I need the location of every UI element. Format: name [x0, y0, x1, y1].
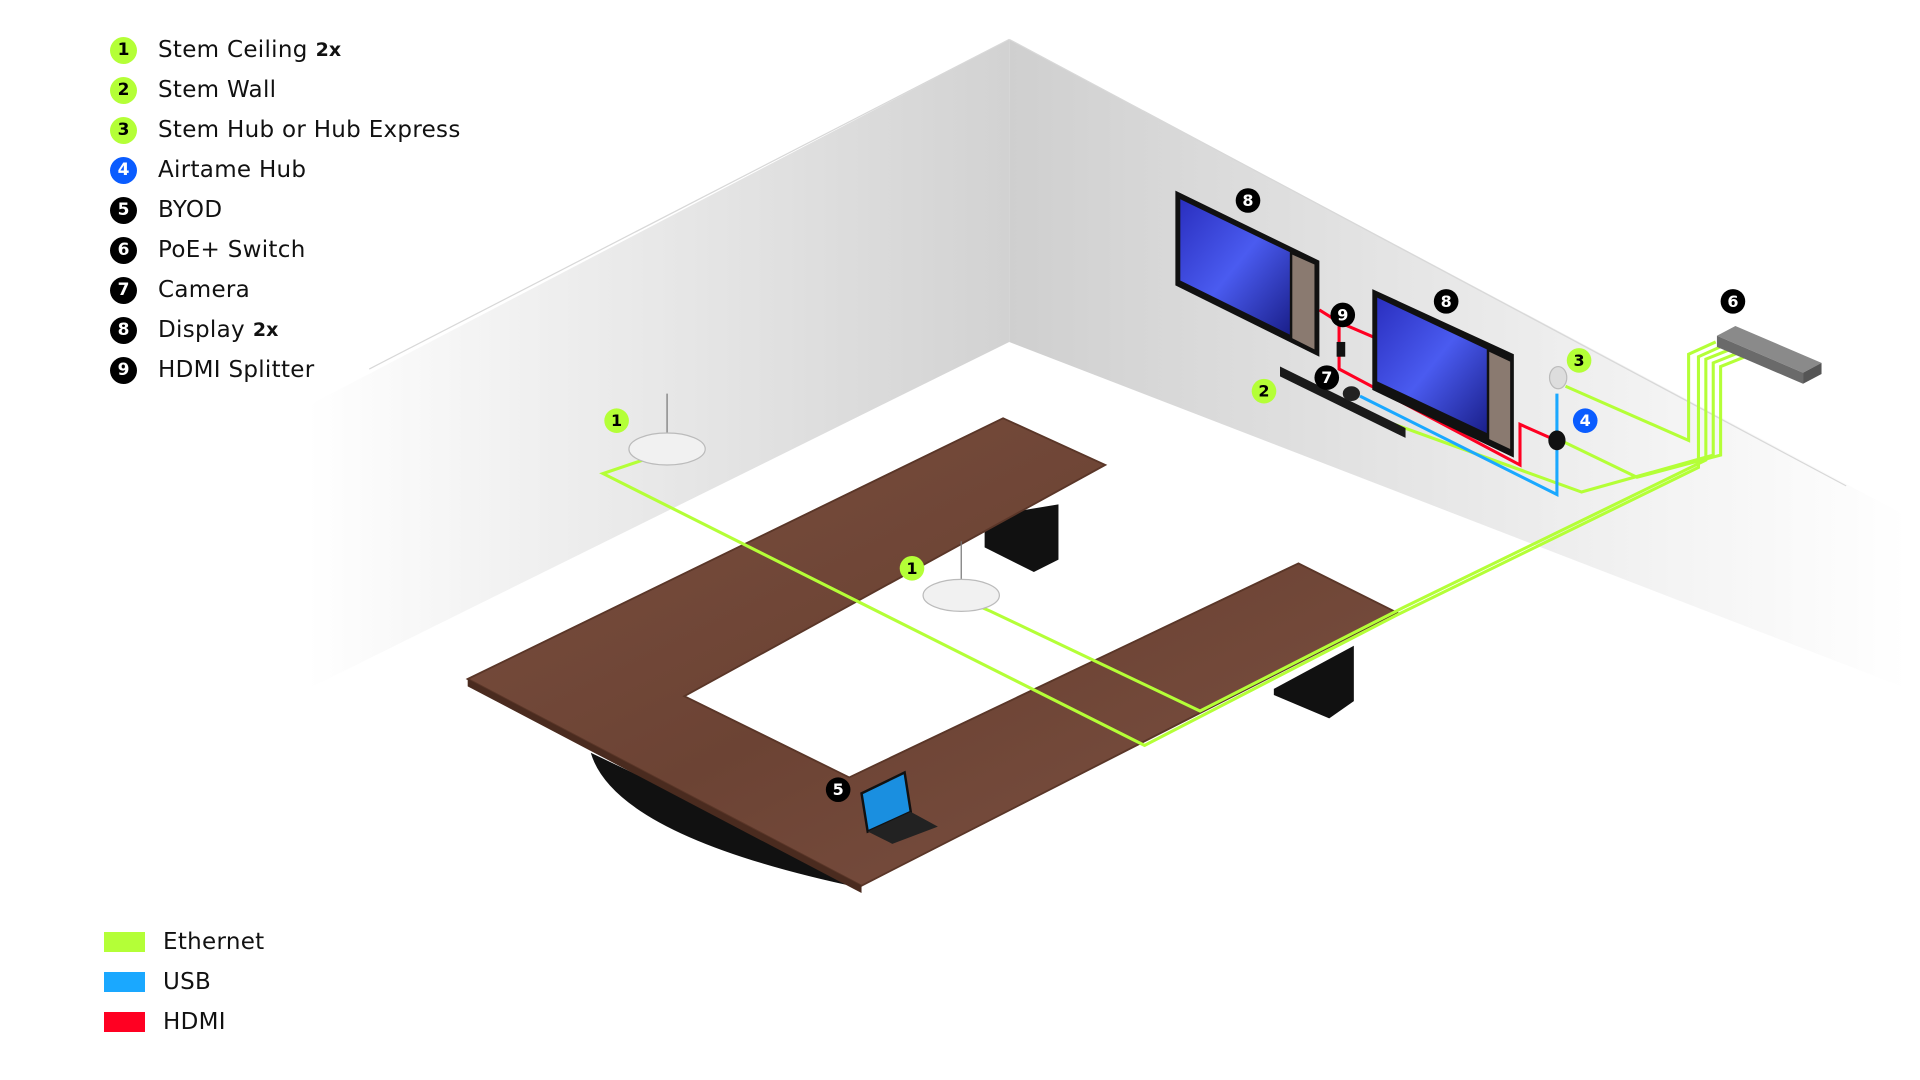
svg-text:6: 6 [1727, 292, 1738, 311]
cable-label: USB [163, 969, 212, 995]
laptop-byod [860, 770, 938, 844]
legend-item: 1 Stem Ceiling 2x [110, 30, 461, 70]
svg-text:3: 3 [1574, 351, 1585, 370]
number-badge: 5 [110, 196, 137, 224]
usb-swatch [104, 972, 145, 992]
number-badge: 6 [110, 236, 137, 264]
svg-text:8: 8 [1441, 292, 1452, 311]
number-badge: 7 [110, 276, 137, 304]
badge-camera: 7 [1314, 365, 1340, 390]
ethernet-cables [599, 340, 1746, 748]
conference-table [465, 417, 1399, 887]
legend-label: Stem Hub or Hub Express [158, 117, 461, 143]
legend-label: HDMI Splitter [158, 357, 315, 383]
svg-text:4: 4 [1580, 411, 1591, 430]
legend-item: 6 PoE+ Switch [110, 230, 461, 270]
badge-stem-wall: 2 [1251, 378, 1277, 404]
legend-label: Stem Wall [158, 77, 277, 103]
svg-text:2: 2 [1258, 382, 1269, 401]
legend-label: Stem Ceiling [158, 37, 308, 63]
svg-text:1: 1 [906, 559, 917, 578]
badge-hdmi-splitter: 9 [1330, 302, 1356, 328]
cable-label: HDMI [163, 1009, 226, 1035]
legend-label: PoE+ Switch [158, 237, 306, 263]
left-wall [307, 39, 1010, 689]
svg-text:1: 1 [611, 411, 622, 430]
stem-hub-device [1548, 365, 1568, 390]
legend-item: 9 HDMI Splitter [110, 350, 461, 390]
legend-item: 8 Display 2x [110, 310, 461, 350]
legend-label: Camera [158, 277, 251, 303]
poe-switch-device [1716, 325, 1822, 384]
ethernet-swatch [104, 932, 145, 952]
legend-item: 7 Camera [110, 270, 461, 310]
legend-item: 5 BYOD [110, 190, 461, 230]
cable-legend-item: USB [104, 962, 264, 1002]
svg-text:8: 8 [1242, 191, 1253, 210]
number-badge: 2 [110, 76, 137, 104]
number-badge: 1 [110, 36, 137, 64]
display-2 [1372, 289, 1514, 458]
legend-label: BYOD [158, 197, 223, 223]
legend-item: 4 Airtame Hub [110, 150, 461, 190]
badge-byod: 5 [825, 777, 851, 803]
display-1 [1175, 190, 1320, 357]
legend-label: Airtame Hub [158, 157, 307, 183]
table-edge [467, 678, 862, 894]
number-badge: 3 [110, 116, 137, 144]
badge-ceiling-mic-2: 1 [899, 555, 925, 581]
svg-text:7: 7 [1321, 368, 1332, 387]
number-badge: 4 [110, 156, 137, 184]
badge-ceiling-mic-1: 1 [604, 408, 629, 433]
hdmi-swatch [104, 1012, 145, 1032]
cable-legend-item: HDMI [104, 1002, 264, 1042]
cable-legend: Ethernet USB HDMI [104, 922, 264, 1042]
legend-item: 3 Stem Hub or Hub Express [110, 110, 461, 150]
badge-display-1: 8 [1235, 188, 1261, 213]
cable-legend-item: Ethernet [104, 922, 264, 962]
cable-label: Ethernet [163, 929, 265, 955]
device-legend: 1 Stem Ceiling 2x 2 Stem Wall 3 Stem Hub or … [110, 30, 461, 390]
stem-wall-bar [1280, 366, 1406, 438]
legend-qty: 2x [252, 319, 279, 341]
wall-top-edge [368, 38, 1010, 370]
hdmi-splitter-device [1336, 341, 1346, 357]
badge-airtame-hub: 4 [1572, 408, 1598, 433]
number-badge: 9 [110, 356, 137, 384]
legend-label: Display [158, 317, 245, 343]
legend-qty: 2x [315, 39, 342, 61]
number-badge: 8 [110, 316, 137, 344]
airtame-hub-device [1548, 430, 1566, 451]
usb-cable [1359, 393, 1559, 497]
badge-display-2: 8 [1433, 289, 1459, 314]
camera-device [1342, 386, 1360, 402]
svg-text:9: 9 [1337, 305, 1348, 324]
ceiling-mic-1 [628, 393, 706, 466]
table-leg [1273, 645, 1354, 719]
svg-text:5: 5 [833, 780, 844, 799]
badge-stem-hub: 3 [1566, 348, 1592, 373]
ceiling-mic-2 [922, 541, 1000, 612]
legend-item: 2 Stem Wall [110, 70, 461, 110]
badge-poe-switch: 6 [1720, 289, 1746, 314]
